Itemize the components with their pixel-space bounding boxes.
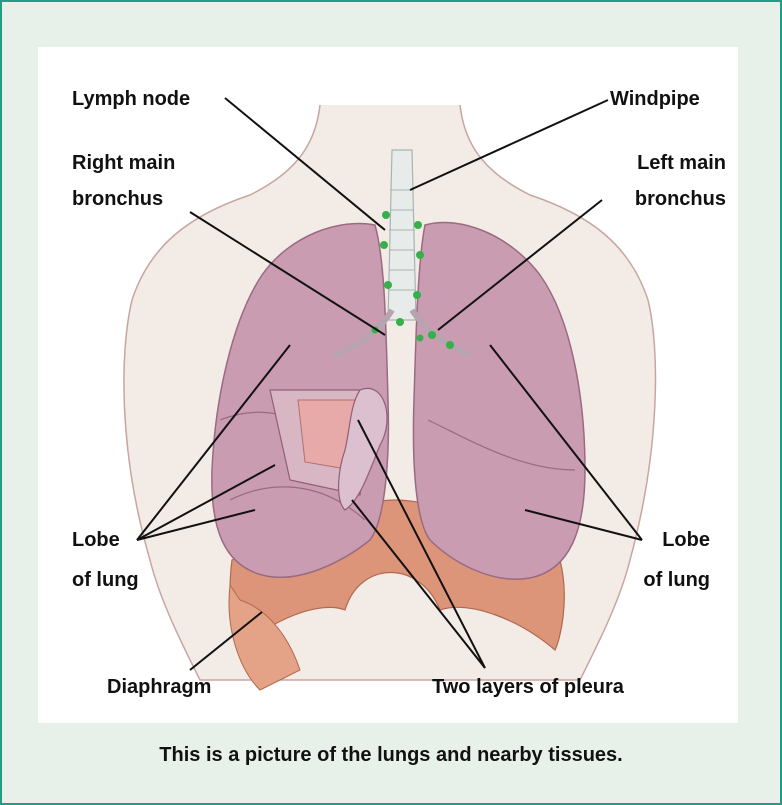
windpipe [388, 150, 416, 320]
label-lobe-left-1: Lobe [72, 527, 120, 553]
label-windpipe: Windpipe [610, 86, 700, 112]
label-right-main-bronchus-2: bronchus [72, 186, 163, 212]
label-left-main-bronchus-1: Left main [560, 150, 726, 176]
label-diaphragm: Diaphragm [107, 674, 211, 700]
label-lobe-right-2: of lung [600, 567, 710, 593]
label-lobe-right-1: Lobe [600, 527, 710, 553]
label-lobe-left-2: of lung [72, 567, 139, 593]
label-lymph-node: Lymph node [72, 86, 190, 112]
label-left-main-bronchus-2: bronchus [560, 186, 726, 212]
label-right-main-bronchus-1: Right main [72, 150, 175, 176]
figure-caption: This is a picture of the lungs and nearb… [0, 744, 782, 767]
label-pleura: Two layers of pleura [432, 674, 624, 700]
